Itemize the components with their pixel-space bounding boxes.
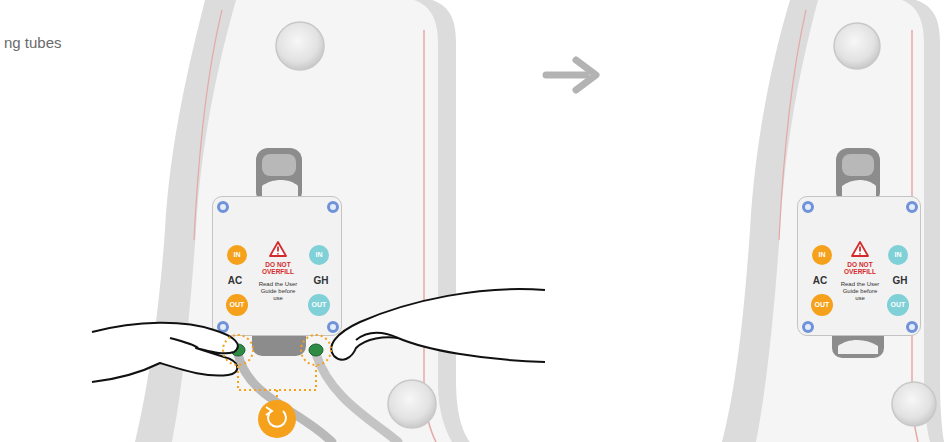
warning-icon — [851, 241, 869, 257]
rotate-badge — [258, 400, 296, 438]
right-housing — [722, 0, 944, 442]
tube-connector — [231, 344, 245, 356]
housing-face — [756, 0, 930, 442]
port-label: IN — [234, 251, 241, 259]
port-badge: OUT — [887, 294, 909, 316]
housing-seam — [424, 30, 436, 442]
housing-outer — [722, 0, 944, 442]
warning-triangle — [852, 242, 868, 256]
warning-triangle — [270, 242, 286, 256]
panel-screw — [327, 321, 339, 333]
warning-text: DO NOT OVERFILL — [839, 261, 881, 276]
left-hand — [92, 323, 238, 382]
instruction-text: Read the User Guide before use — [255, 281, 301, 302]
panel-screw — [217, 201, 229, 213]
rotate-arrowhead — [266, 407, 272, 415]
tube — [316, 354, 398, 442]
callout — [223, 335, 331, 398]
circuit-label: AC — [228, 275, 242, 287]
focus-ring — [301, 335, 331, 365]
panel-screw — [327, 201, 339, 213]
rotate-icon — [258, 400, 296, 438]
knob — [388, 380, 436, 428]
focus-ring — [223, 335, 253, 365]
callout-bracket — [238, 366, 316, 398]
knob — [834, 23, 880, 69]
step-caption: ng tubes — [4, 34, 62, 51]
port-label: IN — [316, 251, 323, 259]
panel-screw — [802, 201, 814, 213]
port-badge: IN — [227, 245, 247, 265]
panel-screw — [217, 321, 229, 333]
port-label: IN — [895, 251, 902, 259]
tubes — [231, 344, 398, 442]
top-slot-inner — [262, 154, 296, 176]
bottom-slot-lip — [838, 340, 878, 354]
warning-mark — [277, 247, 279, 252]
knob — [276, 22, 324, 70]
warning-icon — [269, 241, 287, 257]
tube — [238, 354, 332, 442]
knob — [892, 382, 936, 426]
warning-dot — [859, 253, 861, 255]
warning-dot — [277, 253, 279, 255]
circuit-label: GH — [314, 275, 329, 287]
housing-face — [172, 0, 452, 442]
instruction-text: Read the User Guide before use — [837, 281, 883, 302]
port-badge: IN — [812, 245, 832, 265]
connector-panel: AC DO NOT OVERFILL Read the User Guide bef… — [797, 196, 921, 336]
port-badge: OUT — [308, 294, 330, 316]
step-arrow — [546, 60, 596, 90]
circuit-label: GH — [893, 275, 908, 287]
panel-screw — [906, 201, 918, 213]
connector-panel: AC DO NOT OVERFILL Read the User Guide bef… — [212, 196, 342, 336]
right-hand-finger — [356, 333, 398, 340]
top-slot-inner — [842, 154, 874, 176]
port-label: OUT — [312, 301, 327, 309]
arrow-shaft — [546, 72, 586, 79]
circuit-label: AC — [813, 275, 827, 287]
right-hand — [331, 289, 545, 362]
left-housing — [135, 0, 470, 442]
housing-outer — [135, 0, 470, 442]
port-badge: OUT — [811, 294, 833, 316]
arrow-head — [576, 60, 596, 90]
port-badge: IN — [309, 245, 329, 265]
port-label: OUT — [230, 301, 245, 309]
port-label: IN — [819, 251, 826, 259]
port-badge: IN — [888, 245, 908, 265]
warning-mark — [859, 247, 861, 252]
port-label: OUT — [815, 301, 830, 309]
port-label: OUT — [891, 301, 906, 309]
rotate-arrow — [268, 411, 286, 427]
hands — [92, 289, 545, 382]
port-badge: OUT — [226, 294, 248, 316]
tube-connector — [309, 344, 323, 356]
panel-screw — [802, 321, 814, 333]
warning-text: DO NOT OVERFILL — [257, 261, 299, 276]
left-hand-finger — [170, 338, 198, 348]
panel-screw — [906, 321, 918, 333]
